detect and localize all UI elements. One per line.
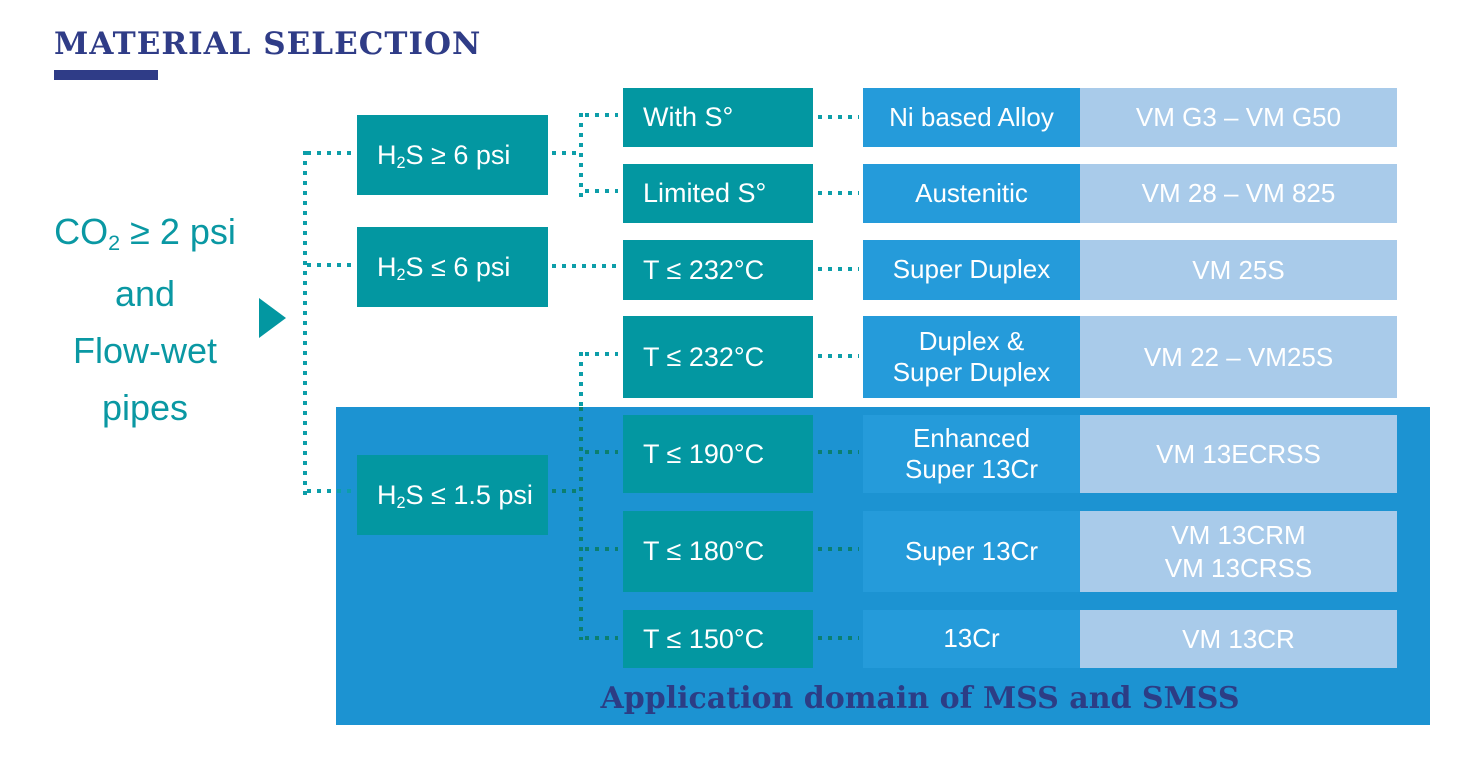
h2s-box-label: H2S ≤ 6 psi: [377, 251, 511, 285]
dotted-connector: [818, 354, 859, 358]
root-condition-label: CO2 ≥ 2 psi and Flow-wet pipes: [25, 203, 265, 436]
grade-box: VM 25S: [1080, 240, 1397, 300]
h2s-box-label: H2S ≤ 1.5 psi: [377, 479, 533, 513]
material-box: 13Cr: [863, 610, 1080, 668]
dotted-connector: [307, 489, 353, 493]
h2s-box-ge-6psi: H2S ≥ 6 psi: [357, 115, 548, 195]
condition-box: T ≤ 150°C: [623, 610, 813, 668]
dotted-connector: [585, 547, 618, 551]
condition-box: With S°: [623, 88, 813, 147]
dotted-connector: [579, 407, 583, 640]
dotted-connector: [818, 115, 859, 119]
panel-caption: Application domain of MSS and SMSS: [600, 681, 1240, 716]
dotted-connector: [585, 189, 618, 193]
dotted-connector: [585, 636, 618, 640]
h2s-box-label: H2S ≥ 6 psi: [377, 139, 511, 173]
dotted-connector: [585, 352, 618, 356]
dotted-connector: [818, 450, 859, 454]
material-box: Austenitic: [863, 164, 1080, 223]
grade-box: VM G3 – VM G50: [1080, 88, 1397, 147]
material-box: Ni based Alloy: [863, 88, 1080, 147]
condition-box: T ≤ 190°C: [623, 415, 813, 493]
dotted-connector: [818, 191, 859, 195]
material-box: Super 13Cr: [863, 511, 1080, 592]
dotted-connector: [552, 264, 618, 268]
dotted-connector: [579, 113, 583, 197]
dotted-connector: [579, 352, 583, 407]
condition-box: T ≤ 232°C: [623, 240, 813, 300]
grade-box: VM 28 – VM 825: [1080, 164, 1397, 223]
grade-box: VM 13CR: [1080, 610, 1397, 668]
dotted-connector: [552, 151, 578, 155]
root-condition-line1: CO2 ≥ 2 psi: [54, 211, 236, 256]
dotted-connector: [552, 489, 578, 493]
grade-box: VM 13ECRSS: [1080, 415, 1397, 493]
h2s-box-le-6psi: H2S ≤ 6 psi: [357, 227, 548, 307]
grade-box: VM 22 – VM25S: [1080, 316, 1397, 398]
dotted-connector: [818, 547, 859, 551]
dotted-connector: [585, 113, 618, 117]
dotted-connector: [303, 151, 307, 495]
root-condition-line4: pipes: [101, 387, 189, 428]
dotted-connector: [307, 151, 353, 155]
page-title: MATERIAL SELECTION: [54, 26, 482, 62]
root-condition-line2: and: [114, 273, 176, 314]
dotted-connector: [818, 267, 859, 271]
material-box: Duplex &Super Duplex: [863, 316, 1080, 398]
condition-box: T ≤ 180°C: [623, 511, 813, 592]
material-box: Super Duplex: [863, 240, 1080, 300]
dotted-connector: [307, 263, 353, 267]
dotted-connector: [818, 636, 859, 640]
condition-box: Limited S°: [623, 164, 813, 223]
dotted-connector: [585, 450, 618, 454]
title-underline: [54, 70, 158, 80]
h2s-box-le-1-5psi: H2S ≤ 1.5 psi: [357, 455, 548, 535]
arrow-right-icon: [259, 298, 286, 338]
root-condition-line3: Flow-wet: [72, 330, 218, 371]
condition-box: T ≤ 232°C: [623, 316, 813, 398]
